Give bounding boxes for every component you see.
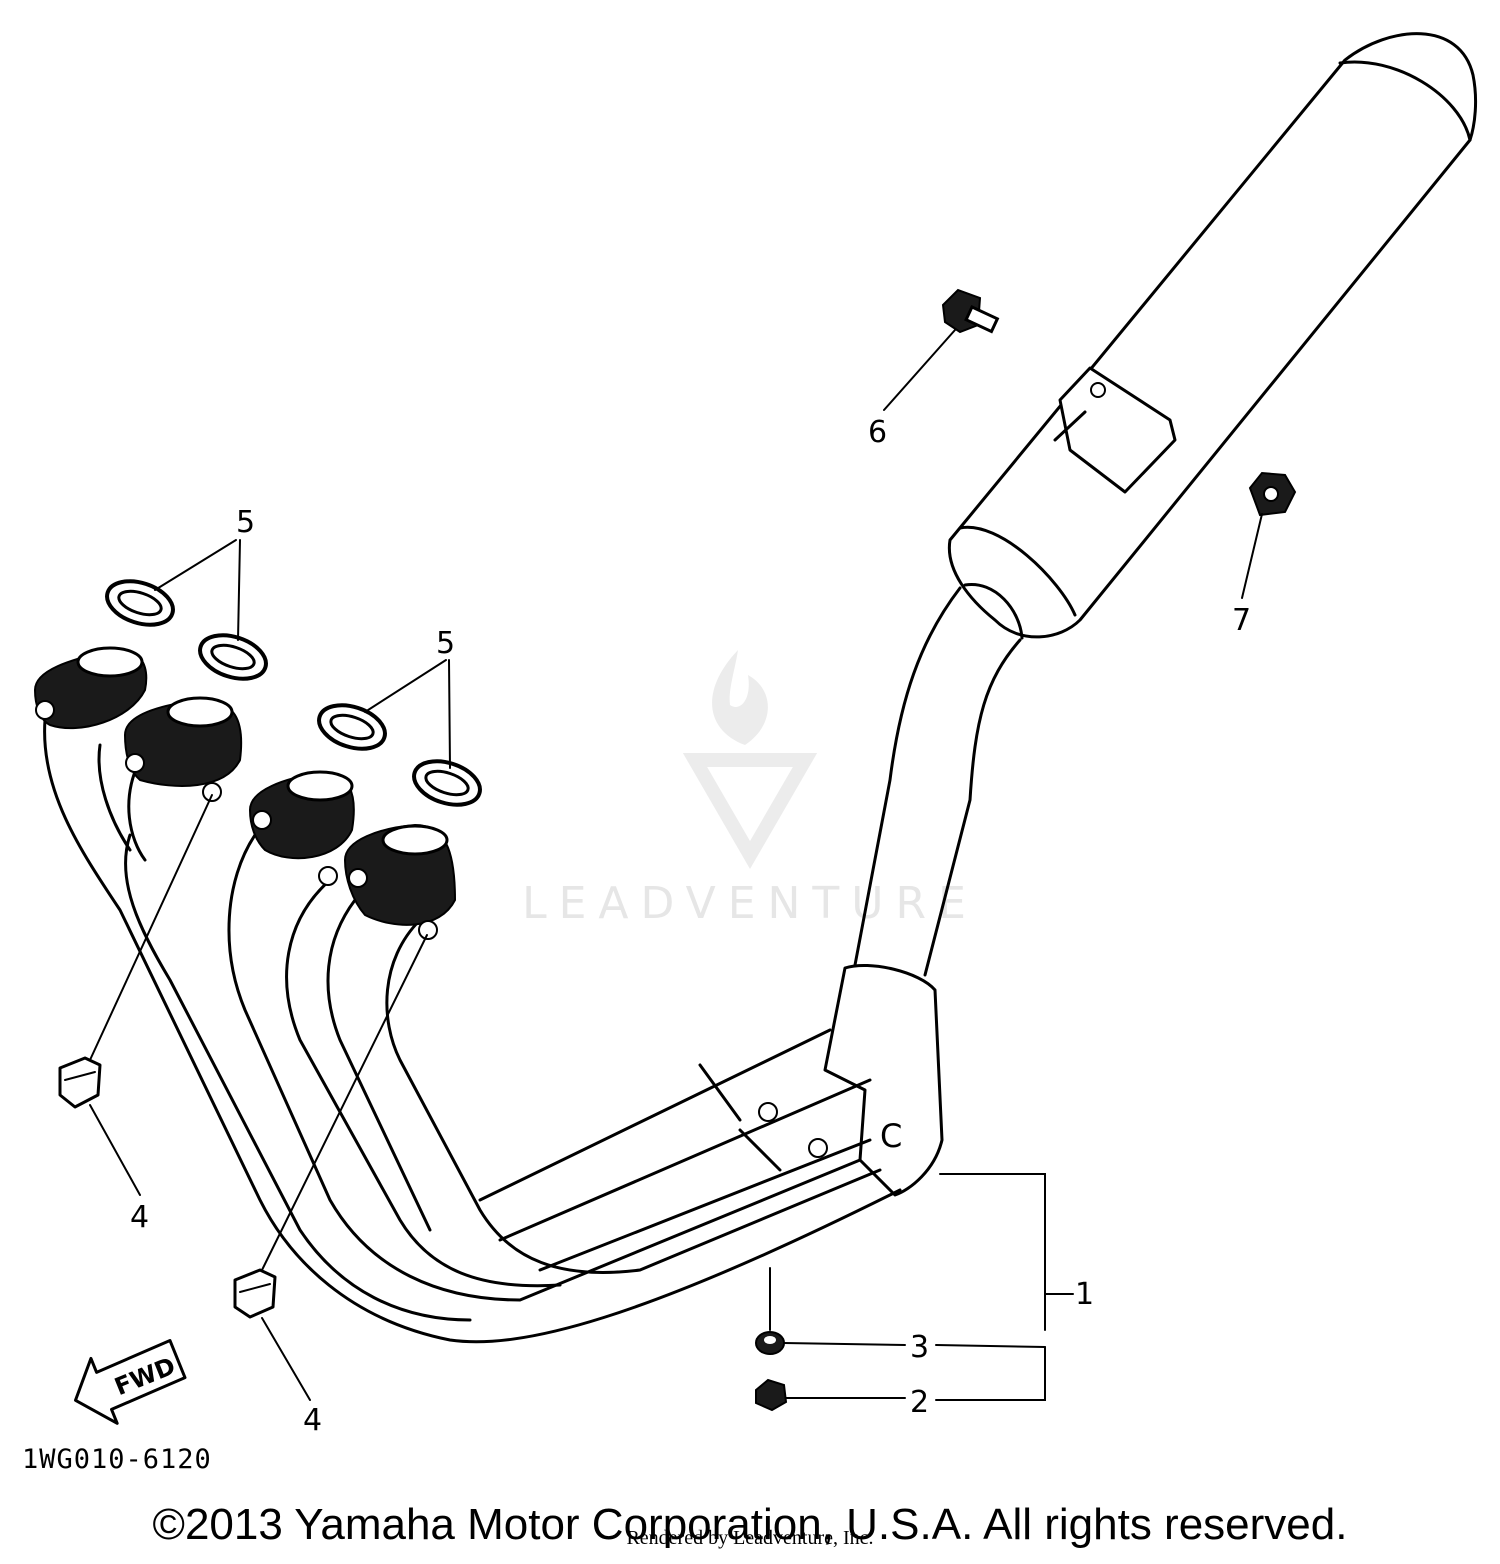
header-flange-2 bbox=[123, 696, 243, 802]
callout-2: 2 bbox=[910, 1385, 929, 1420]
callout-7: 7 bbox=[1232, 603, 1251, 638]
copyright-notice: ©2013 Yamaha Motor Corporation, U.S.A. A… bbox=[152, 1500, 1348, 1549]
header-flange-1 bbox=[33, 646, 148, 730]
nut-7 bbox=[1248, 471, 1297, 517]
gasket-2 bbox=[198, 633, 268, 681]
leadventure-watermark: LEADVENTURE bbox=[522, 650, 978, 929]
callout-5-right: 5 bbox=[436, 626, 455, 661]
header-flanges bbox=[33, 646, 457, 940]
callout-3: 3 bbox=[910, 1330, 929, 1365]
bolt-6 bbox=[941, 288, 1000, 334]
callouts: 1 2 3 4 4 5 5 6 7 bbox=[130, 415, 1251, 1438]
watermark-text: LEADVENTURE bbox=[522, 878, 978, 929]
renderer-note: Rendered by Leadventure, Inc. bbox=[626, 1527, 874, 1549]
callout-6: 6 bbox=[868, 415, 887, 450]
callout-4-upper: 4 bbox=[130, 1200, 149, 1235]
muffler bbox=[947, 32, 1478, 639]
bolt-2 bbox=[755, 1378, 788, 1412]
gasket-4 bbox=[412, 759, 482, 807]
nut-4-upper bbox=[58, 1056, 102, 1109]
gasket-1 bbox=[105, 579, 175, 627]
gaskets bbox=[105, 579, 482, 807]
header-flange-3 bbox=[248, 770, 355, 886]
callout-5-left: 5 bbox=[236, 505, 255, 540]
diagram-code: 1WG010-6120 bbox=[22, 1444, 212, 1475]
collector: C bbox=[823, 964, 944, 1197]
header-pipes bbox=[43, 718, 902, 1344]
mid-pipe bbox=[853, 583, 1024, 977]
washer-3 bbox=[755, 1331, 785, 1355]
header-flange-4 bbox=[343, 823, 457, 940]
forward-direction-badge: FWD bbox=[73, 1339, 187, 1425]
svg-text:C: C bbox=[880, 1117, 902, 1155]
callout-1: 1 bbox=[1075, 1277, 1094, 1312]
callout-4-lower: 4 bbox=[303, 1403, 322, 1438]
gasket-3 bbox=[317, 703, 387, 751]
nut-4-lower bbox=[233, 1268, 277, 1319]
leader-lines bbox=[89, 329, 1263, 1401]
